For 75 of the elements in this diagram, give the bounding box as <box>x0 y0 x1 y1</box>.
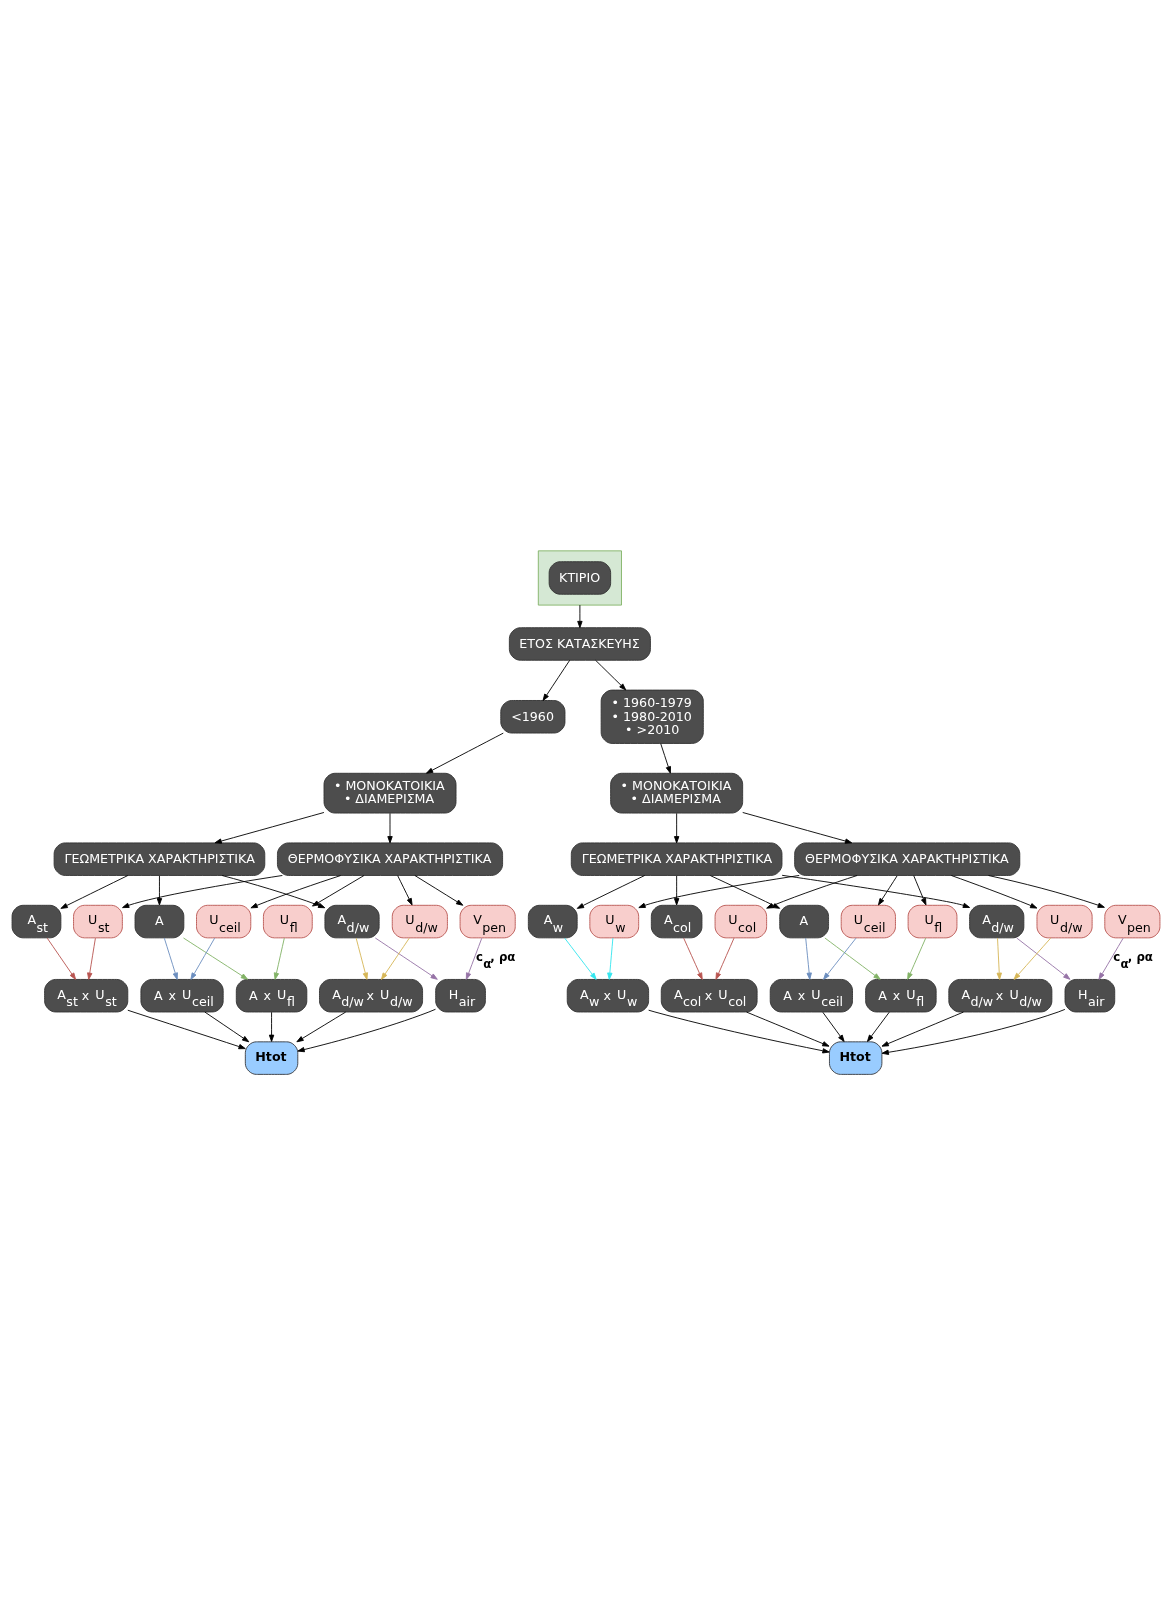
arrow <box>824 937 881 980</box>
arrow <box>1098 937 1124 980</box>
arrow <box>673 875 680 906</box>
arrow <box>766 875 858 909</box>
arrow <box>607 937 614 980</box>
node-box: <1960 <box>500 700 566 734</box>
arrow <box>60 875 129 909</box>
arrow <box>781 874 971 908</box>
node-box: A <box>134 904 185 939</box>
arrow <box>46 937 77 980</box>
arrow <box>577 604 583 629</box>
arrow <box>742 812 853 844</box>
arrow <box>1013 937 1052 980</box>
arrow <box>805 937 812 980</box>
arrow <box>183 937 248 980</box>
arrow <box>387 812 393 844</box>
node-box: Htot <box>829 1041 883 1075</box>
arrow <box>355 937 368 980</box>
node-box: Htot <box>244 1041 299 1075</box>
arrow <box>214 812 325 844</box>
arrow <box>822 1011 845 1042</box>
arrow <box>576 875 646 909</box>
arrow <box>204 1011 250 1043</box>
arrow <box>87 937 96 980</box>
arrow <box>426 732 504 774</box>
arrow <box>881 1011 964 1047</box>
node-box: ΘΕΡΜΟΦΥΣΙΚΑ ΧΑΡΑΚΤΗΡΙΣΤΙΚΑ <box>277 842 504 876</box>
node-box: • ΜΟΝΟΚΑΤΟΙΚΙΑ • ΔΙΑΜΕΡΙΣΜΑ <box>323 772 457 814</box>
arrow <box>673 812 680 844</box>
arrow <box>156 875 163 906</box>
arrow <box>907 937 927 980</box>
arrow <box>913 875 927 906</box>
node-box: • ΜΟΝΟΚΑΤΟΙΚΙΑ • ΔΙΑΜΕΡΙΣΜΑ <box>610 772 744 814</box>
arrow <box>878 875 898 906</box>
node-box: • 1960-1979 • 1980-2010 • >2010 <box>600 689 704 744</box>
arrow <box>950 875 1038 909</box>
node-box: ΘΕΡΜΟΦΥΣΙΚΑ ΧΑΡΑΚΤΗΡΙΣΤΙΚΑ <box>794 842 1021 876</box>
node-box: ΕΤΟΣ ΚΑΤΑΣΚΕΥΗΣ <box>508 627 651 661</box>
arrow <box>414 875 464 906</box>
arrow <box>988 875 1105 908</box>
arrow <box>397 875 413 906</box>
arrow <box>465 937 483 980</box>
arrow <box>297 1008 436 1053</box>
node-box: A <box>779 904 829 939</box>
arrow <box>273 937 285 980</box>
arrow <box>660 743 671 774</box>
arrow <box>683 937 703 980</box>
arrow <box>746 1011 830 1047</box>
arrow <box>1016 937 1071 980</box>
arrow <box>715 937 735 980</box>
node-box: ΚΤΙΡΙΟ <box>548 561 612 595</box>
arrow <box>381 937 410 980</box>
arrow <box>221 875 326 909</box>
arrow <box>127 1009 246 1050</box>
arrow <box>374 937 438 980</box>
arrow <box>595 659 627 691</box>
arrow <box>648 1009 830 1054</box>
arrow <box>163 937 178 980</box>
arrow <box>250 875 342 909</box>
arrow <box>312 875 365 907</box>
arrow <box>268 1011 275 1042</box>
arrow <box>996 937 1002 980</box>
arrow <box>638 875 800 909</box>
arrow <box>823 937 857 980</box>
arrow <box>296 1011 347 1043</box>
arrow <box>542 659 571 701</box>
arrow <box>564 937 597 980</box>
node-box: ΓΕΩΜΕΤΡΙΚΑ ΧΑΡΑΚΤΗΡΙΣΤΙΚΑ <box>53 842 266 876</box>
arrow <box>867 1011 890 1042</box>
arrow <box>190 937 216 980</box>
arrow <box>881 1008 1066 1055</box>
cluster <box>537 550 622 606</box>
arrow <box>122 875 283 909</box>
arrow <box>709 875 781 909</box>
node-box: ΓΕΩΜΕΤΡΙΚΑ ΧΑΡΑΚΤΗΡΙΣΤΙΚΑ <box>570 842 783 876</box>
